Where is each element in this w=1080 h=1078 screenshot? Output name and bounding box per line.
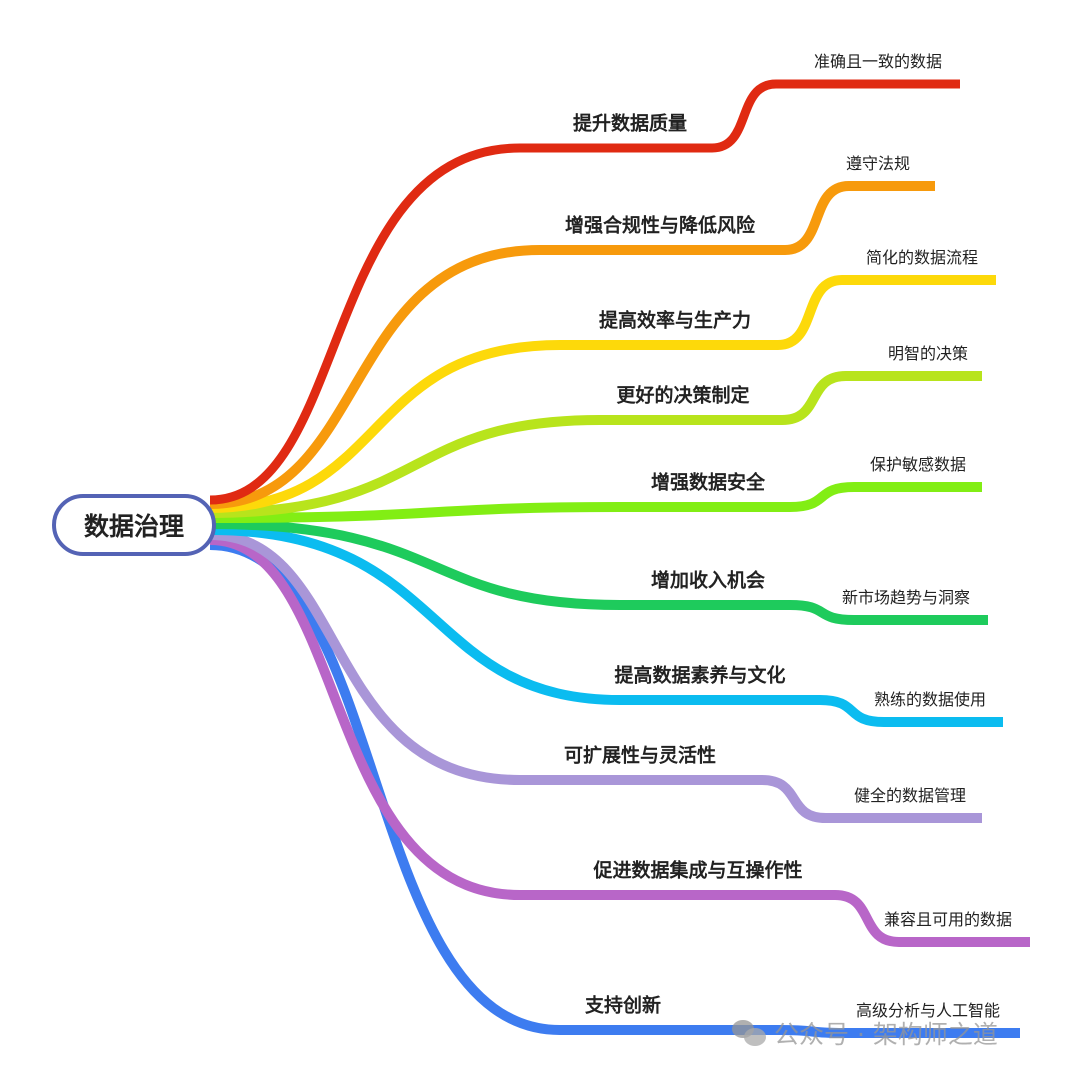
leaf-label[interactable]: 明智的决策 [887,344,969,363]
branch-connector [209,181,935,509]
branch-label[interactable]: 增加收入机会 [650,569,766,592]
branch-connector [209,540,1020,1038]
leaf-label[interactable]: 健全的数据管理 [853,786,967,805]
branch-label[interactable]: 更好的决策制定 [616,384,750,407]
leaf-label[interactable]: 高级分析与人工智能 [855,1001,1001,1020]
leaf-label[interactable]: 新市场趋势与洞察 [841,588,971,607]
leaf-label[interactable]: 熟练的数据使用 [873,690,987,709]
leaf-label[interactable]: 保护敏感数据 [869,455,967,474]
leaf-label[interactable]: 准确且一致的数据 [813,52,943,71]
branch-label[interactable]: 提升数据质量 [572,112,688,135]
branch-label[interactable]: 增强合规性与降低风险 [564,214,756,237]
branch-connector [209,79,960,505]
branch-connector [209,482,982,523]
branch-connector [209,525,1003,727]
branch-label[interactable]: 提高效率与生产力 [598,309,752,332]
watermark-text: 公众号 · 架构师之道 [774,1020,998,1049]
root-node[interactable]: 数据治理 [52,494,216,556]
leaf-label[interactable]: 兼容且可用的数据 [883,910,1013,929]
leaf-label[interactable]: 遵守法规 [845,154,911,173]
branch-label[interactable]: 增强数据安全 [650,471,766,494]
branch-label[interactable]: 可扩展性与灵活性 [563,744,717,767]
branch-connector [209,530,982,823]
branch-connector [209,275,996,513]
branch-connector [209,371,982,518]
wechat-icon [732,1020,766,1046]
watermark: 公众号 · 架构师之道 [732,1015,998,1051]
branch-label[interactable]: 提高数据素养与文化 [614,664,786,687]
branch-label[interactable]: 支持创新 [584,994,662,1017]
leaf-label[interactable]: 简化的数据流程 [865,248,979,267]
branch-connector [209,519,988,625]
branch-label[interactable]: 促进数据集成与互操作性 [593,859,803,882]
branch-connector [209,535,1030,947]
root-label: 数据治理 [83,512,184,541]
